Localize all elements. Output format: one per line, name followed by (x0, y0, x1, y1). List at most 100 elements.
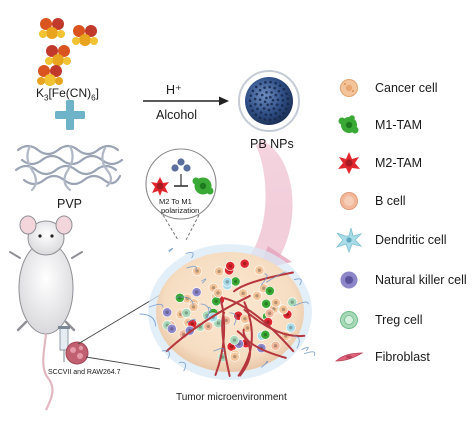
treg-cell-icon (340, 311, 358, 329)
legend-label-m1-tam: M1-TAM (375, 118, 422, 132)
tumor-treg-cell-icon (287, 297, 298, 308)
tumor-b-cell-icon (264, 308, 275, 319)
tumor-dendritic-cell-icon (222, 276, 233, 287)
tumor-microenvironment (139, 244, 316, 380)
capillary (261, 360, 269, 368)
nanoparticle-pore (249, 104, 252, 108)
blood-vessel (242, 328, 287, 359)
capillary (301, 346, 309, 352)
tumor-m1-tam-icon (211, 296, 222, 307)
nanoparticle-pore (286, 97, 290, 100)
blood-vessel (236, 330, 252, 377)
tumor-m2-tam-icon (239, 258, 250, 269)
tumor-b-cell-icon (270, 340, 281, 351)
nanoparticle-pore (269, 80, 272, 84)
capillary (304, 351, 316, 357)
nanoparticle-pore (264, 81, 267, 84)
nanoparticle-pore (285, 92, 288, 95)
legend-label-fibroblast: Fibroblast (375, 350, 430, 364)
capillary (161, 350, 170, 359)
tumor-m1-tam-icon (261, 298, 272, 309)
m1-tam-icon (338, 115, 359, 134)
tumor-cancer-cell-icon (278, 304, 289, 315)
nanoparticle-pore (268, 118, 272, 122)
blood-vessel (214, 297, 226, 376)
tumor-nk-cell-icon (191, 287, 202, 298)
nanoparticle-pore (266, 103, 269, 107)
tumor-cancer-cell-icon (242, 323, 253, 333)
nanoparticle-pore (259, 103, 263, 107)
nanoparticle-pore (259, 111, 263, 114)
reaction-arrow (143, 96, 229, 106)
tumor-nk-cell-icon (162, 307, 173, 318)
legend-label-treg-cell: Treg cell (375, 313, 423, 327)
nanoparticle-pore (270, 91, 273, 94)
nanoparticle-pore (281, 99, 285, 102)
nanoparticle-pore (258, 116, 262, 120)
tumor-cancer-cell-icon (214, 266, 225, 277)
m2-tam-icon (338, 152, 360, 174)
nanoparticle-pore (264, 113, 268, 116)
capillary (178, 361, 187, 372)
tumor-cancer-cell-icon (213, 287, 223, 298)
nanoparticle-pore (274, 93, 278, 97)
nanoparticle-pore (268, 85, 271, 89)
nanoparticle-pore (248, 99, 252, 103)
potassium-ferricyanide-icon (37, 18, 98, 86)
tumor-caption: Tumor microenvironment (176, 392, 287, 403)
tumor-treg-cell-icon (229, 335, 240, 345)
nanoparticle-pore (254, 113, 258, 117)
legend-label-m2-tam: M2-TAM (375, 156, 422, 170)
polarization-label-line1: M2 To M1 (159, 197, 192, 206)
tumor-m1-tam-icon (264, 286, 275, 296)
nanoparticle-pore (258, 88, 262, 92)
solvent-label: Alcohol (156, 108, 197, 122)
nanoparticle-pore (255, 92, 259, 96)
nanoparticle-pore (273, 86, 276, 90)
legend-label-b-cell: B cell (375, 194, 406, 208)
tumor-cancer-cell-icon (229, 351, 240, 362)
nanoparticle-pore (253, 97, 257, 101)
tumor-m1-tam-icon (174, 292, 185, 303)
capillary (229, 312, 237, 326)
pvp-polymer-icon (14, 144, 124, 192)
capillary (139, 313, 157, 327)
salt-label: K3[Fe(CN)6] (36, 86, 99, 103)
nanoparticle-pore (274, 111, 278, 115)
b-cell-icon (340, 192, 358, 210)
nanoparticle-pore (263, 86, 266, 90)
nanoparticle-pore (262, 107, 266, 110)
tumor-sample-icon (65, 341, 89, 365)
capillary (168, 247, 174, 253)
legend-label-cancer-cell: Cancer cell (375, 81, 438, 95)
m1-tam-small-icon (192, 177, 214, 195)
tumor-cancer-cell-icon (238, 288, 249, 299)
nanoparticle-pore (282, 111, 285, 115)
nanoparticle-pore (259, 82, 262, 86)
nanoparticle-pore (278, 84, 282, 87)
tumor-m2-tam-icon (225, 261, 236, 271)
nanoparticle-pore (278, 115, 282, 118)
nanoparticle-pore (251, 109, 254, 112)
nanoparticle-pore (256, 107, 259, 111)
tumor-treg-cell-icon (181, 308, 192, 318)
blood-vessel (165, 294, 251, 353)
product-label: PB NPs (250, 137, 294, 151)
delivery-funnel (248, 140, 293, 262)
legend (334, 79, 364, 362)
capillary (187, 318, 196, 323)
syringe-icon (58, 326, 70, 362)
legend-label-dendritic-cell: Dendritic cell (375, 233, 447, 247)
tumor-cancer-cell-icon (270, 297, 281, 308)
capillary (293, 301, 309, 307)
tumor-nk-cell-icon (166, 323, 177, 334)
nanoparticle-pore (280, 94, 284, 97)
m2-tam-small-icon (151, 177, 169, 196)
tumor-m1-tam-icon (260, 329, 271, 340)
nanoparticle-pore (274, 81, 277, 85)
nanoparticle-pore (265, 91, 268, 94)
mouse-icon (9, 215, 83, 411)
fibroblast-icon (334, 352, 364, 362)
nanoparticle-pore (275, 103, 279, 107)
